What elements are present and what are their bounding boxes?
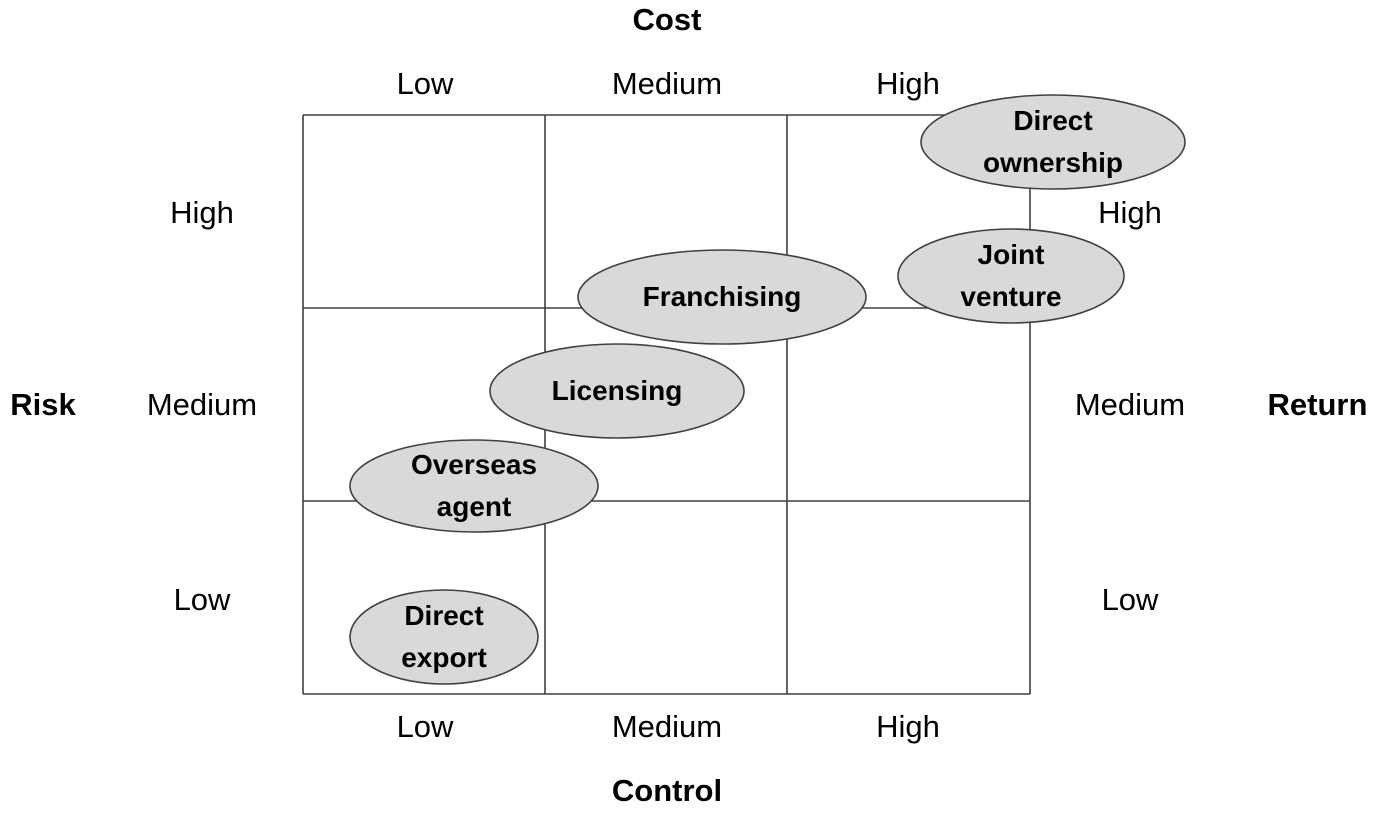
return-tick-low: Low — [1101, 582, 1159, 617]
node-label-joint-venture: Joint venture — [911, 234, 1111, 318]
node-line: Joint — [977, 239, 1045, 270]
risk-tick-low: Low — [173, 582, 231, 617]
node-line: Overseas — [410, 449, 538, 480]
node-ellipse-direct-export — [349, 589, 539, 685]
node-label-franchising: Franchising — [597, 276, 847, 318]
node-label-overseas-agent: Overseas agent — [374, 444, 574, 528]
control-axis-title: Control — [611, 773, 723, 808]
return-tick-medium: Medium — [1074, 387, 1186, 422]
node-line: Licensing — [551, 375, 683, 406]
node-label-direct-ownership: Direct ownership — [953, 100, 1153, 184]
risk-axis-title: Risk — [10, 387, 76, 422]
node-label-licensing: Licensing — [517, 370, 717, 412]
node-line: ownership — [982, 147, 1123, 178]
return-axis-title: Return — [1267, 387, 1368, 422]
node-ellipse-joint-venture — [897, 228, 1125, 324]
node-line: Direct — [404, 600, 484, 631]
node-shapes — [349, 94, 1186, 685]
node-line: venture — [960, 281, 1062, 312]
node-line: export — [401, 642, 487, 673]
risk-tick-medium: Medium — [146, 387, 258, 422]
cost-axis-title: Cost — [632, 2, 702, 37]
cost-tick-high: High — [876, 66, 940, 101]
return-tick-high: High — [1098, 195, 1162, 230]
node-ellipse-licensing — [489, 343, 745, 439]
node-line: agent — [436, 491, 512, 522]
node-label-direct-export: Direct export — [364, 595, 524, 679]
cost-tick-medium: Medium — [611, 66, 723, 101]
control-tick-high: High — [876, 709, 940, 744]
control-tick-medium: Medium — [611, 709, 723, 744]
node-ellipse-overseas-agent — [349, 439, 599, 533]
node-ellipse-direct-ownership — [920, 94, 1186, 190]
cost-tick-low: Low — [396, 66, 454, 101]
node-ellipse-franchising — [577, 249, 867, 345]
node-line: Direct — [1013, 105, 1093, 136]
control-tick-low: Low — [396, 709, 454, 744]
node-line: Franchising — [642, 281, 802, 312]
risk-tick-high: High — [170, 195, 234, 230]
